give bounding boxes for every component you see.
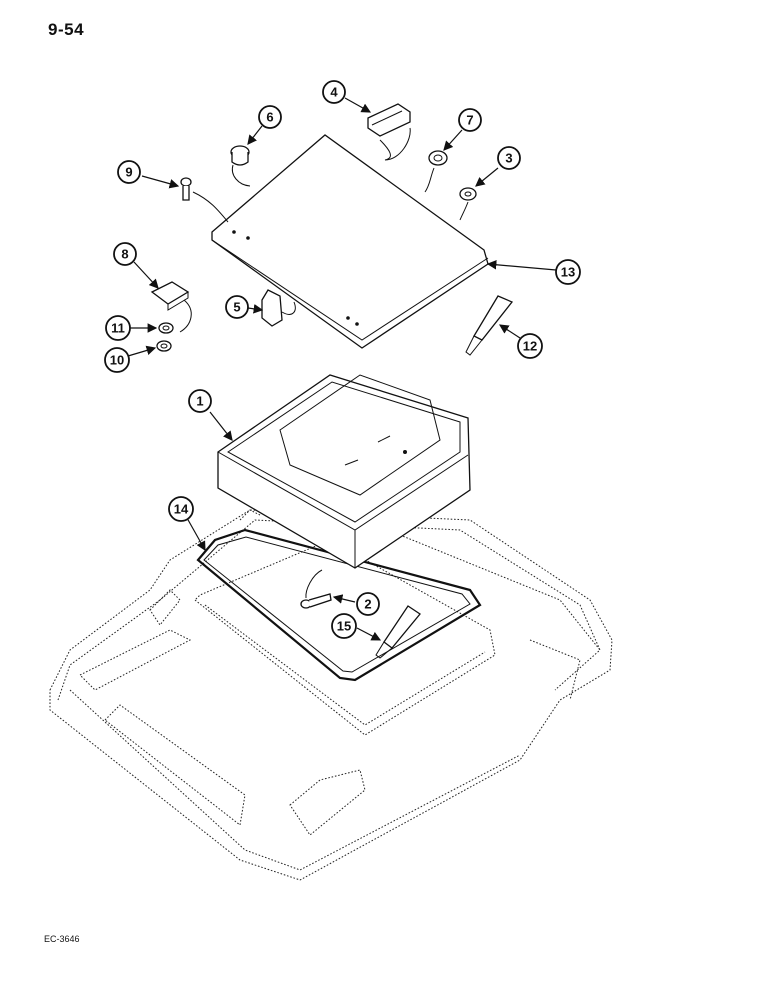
tray-part-1 <box>217 374 471 569</box>
callout-5: 5 <box>225 295 249 319</box>
callout-12: 12 <box>517 333 543 359</box>
callout-11: 11 <box>105 315 131 341</box>
knob-part-6 <box>230 145 251 187</box>
screw-part-2 <box>300 569 332 609</box>
callout-2: 2 <box>356 592 380 616</box>
figure-code: EC-3646 <box>44 934 80 944</box>
seal-part-14 <box>196 528 482 682</box>
svg-text:2: 2 <box>364 597 371 612</box>
washer-part-11 <box>158 322 174 334</box>
callout-1: 1 <box>188 389 212 413</box>
svg-text:15: 15 <box>337 619 351 634</box>
svg-text:6: 6 <box>266 110 273 125</box>
callout-14: 14 <box>168 496 194 522</box>
callout-15: 15 <box>331 613 357 639</box>
callout-4: 4 <box>322 80 346 104</box>
screw-part-9 <box>180 177 229 223</box>
cab-roof <box>49 509 613 881</box>
grommet-part-7 <box>424 150 448 193</box>
callout-7: 7 <box>458 108 482 132</box>
svg-text:4: 4 <box>330 85 338 100</box>
nut-part-10 <box>156 340 172 352</box>
svg-text:9: 9 <box>125 165 132 180</box>
svg-text:12: 12 <box>523 339 537 354</box>
latch-part-4 <box>367 103 411 161</box>
catch-part-5 <box>261 289 296 327</box>
sealant-tube-part-12 <box>465 295 514 356</box>
callout-8: 8 <box>113 242 137 266</box>
svg-text:3: 3 <box>505 151 512 166</box>
callout-3: 3 <box>497 146 521 170</box>
svg-text:1: 1 <box>196 394 203 409</box>
svg-text:13: 13 <box>561 265 575 280</box>
svg-text:11: 11 <box>111 321 125 336</box>
hinge-part-8 <box>150 281 192 333</box>
sealant-tube-part-15 <box>375 605 421 659</box>
svg-text:8: 8 <box>121 247 128 262</box>
svg-text:10: 10 <box>110 353 124 368</box>
leader-lines <box>127 97 557 641</box>
page-number: 9-54 <box>48 20 85 39</box>
nut-part-3 <box>459 187 477 221</box>
lid-part-13 <box>211 134 489 349</box>
svg-text:14: 14 <box>174 502 189 517</box>
svg-text:5: 5 <box>233 300 240 315</box>
callout-13: 13 <box>555 259 581 285</box>
callout-9: 9 <box>117 160 141 184</box>
callout-10: 10 <box>104 347 130 373</box>
svg-text:7: 7 <box>466 113 473 128</box>
callout-6: 6 <box>258 105 282 129</box>
